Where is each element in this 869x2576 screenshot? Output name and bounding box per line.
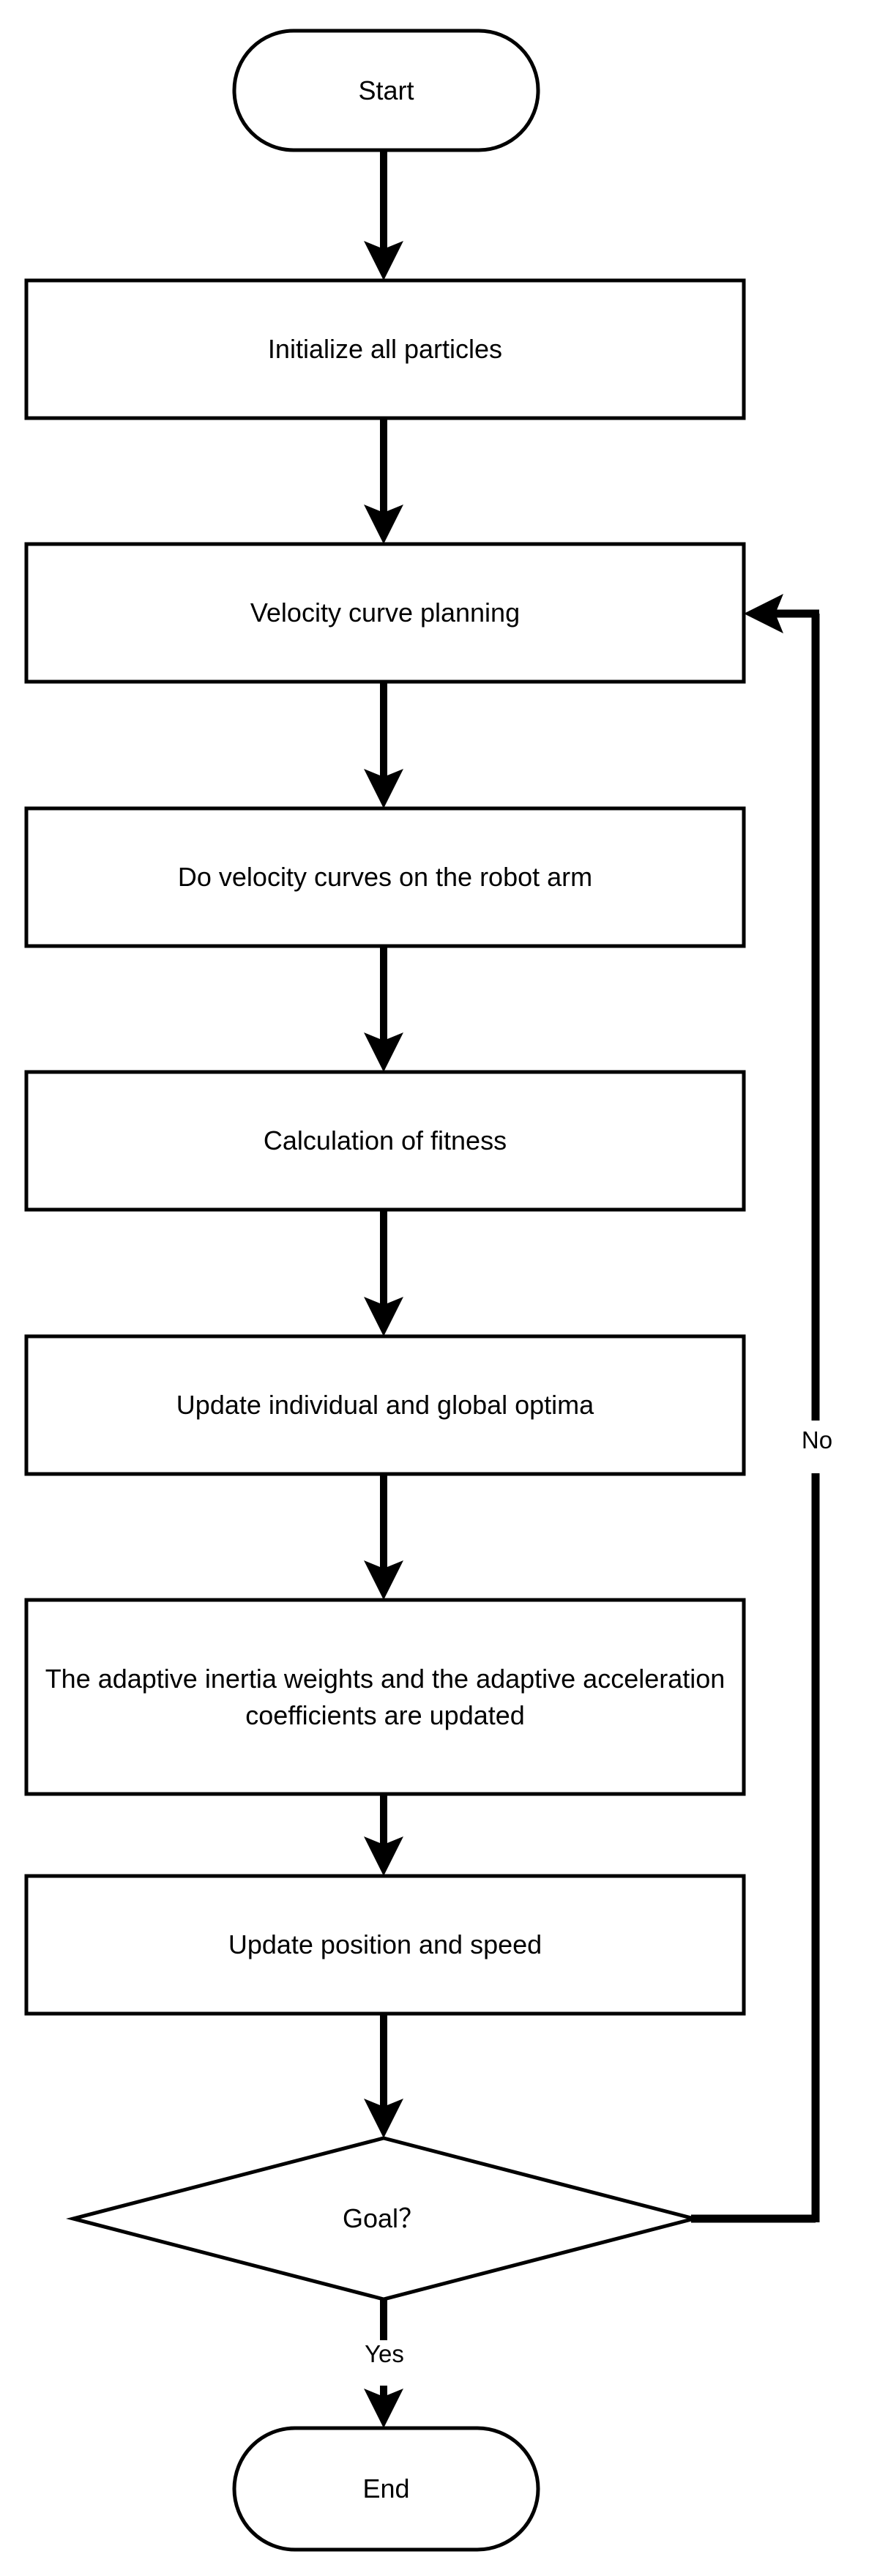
- edge-fitness-to-update-optima: [364, 1210, 403, 1336]
- node-initialize-shape[interactable]: [24, 278, 746, 420]
- edge-goal-decision-to-end-yes: [364, 2299, 403, 2428]
- node-adaptive-params-shape[interactable]: [24, 1598, 746, 1796]
- node-update-pos-speed-shape[interactable]: [24, 1874, 746, 2016]
- edge-velocity-planning-to-do-curves: [364, 682, 403, 808]
- edge-adaptive-params-to-update-pos-speed: [364, 1794, 403, 1876]
- edge-update-optima-to-adaptive-params: [364, 1474, 403, 1600]
- node-goal-decision-shape[interactable]: [66, 2136, 701, 2301]
- edge-goal-decision-to-velocity-planning-no: [691, 594, 820, 2223]
- node-start-shape[interactable]: [232, 29, 540, 152]
- edge-update-pos-speed-to-goal-decision: [364, 2014, 403, 2138]
- node-fitness-shape[interactable]: [24, 1070, 746, 1212]
- node-end-shape[interactable]: [232, 2426, 540, 2552]
- edge-start-to-initialize: [364, 150, 403, 280]
- edge-initialize-to-velocity-planning: [364, 418, 403, 544]
- node-update-optima-shape[interactable]: [24, 1334, 746, 1476]
- node-do-curves-shape[interactable]: [24, 806, 746, 948]
- edge-do-curves-to-fitness: [364, 946, 403, 1072]
- node-velocity-planning-shape[interactable]: [24, 542, 746, 684]
